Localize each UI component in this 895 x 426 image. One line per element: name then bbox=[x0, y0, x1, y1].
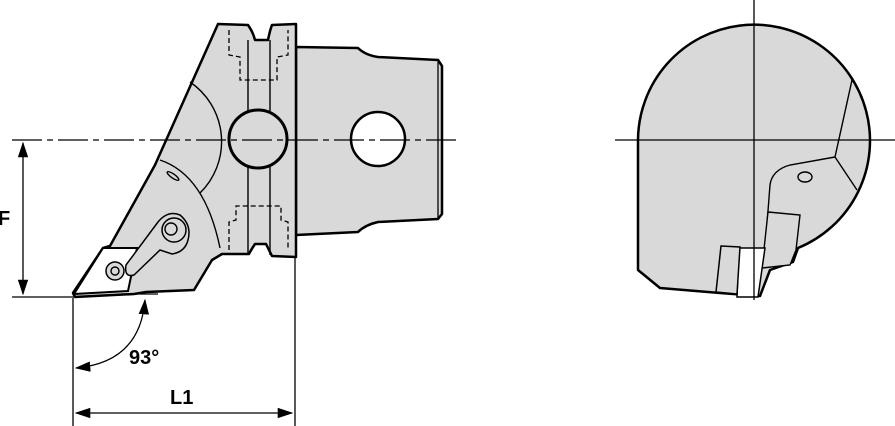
f-label: F bbox=[0, 208, 10, 230]
l1-label: L1 bbox=[170, 387, 193, 409]
clamp-screw-socket-icon bbox=[164, 222, 178, 236]
clamp-plate bbox=[764, 156, 836, 251]
dimensions: F L1 93° bbox=[0, 141, 296, 426]
hidden-screw-bottom bbox=[228, 205, 289, 250]
slot-mark bbox=[166, 170, 180, 182]
cross-hole bbox=[349, 110, 407, 168]
side-view bbox=[12, 22, 460, 299]
coolant-port bbox=[227, 108, 289, 170]
head-arc bbox=[189, 81, 223, 194]
end-view bbox=[615, 0, 895, 300]
angle-arc bbox=[74, 298, 150, 372]
insert-screw-socket-icon bbox=[110, 266, 120, 276]
hidden-screw-top bbox=[228, 30, 289, 81]
end-insert-seat bbox=[715, 245, 741, 295]
angle-label: 93° bbox=[129, 347, 159, 369]
insert-screw-icon bbox=[105, 261, 125, 281]
pocket-arc bbox=[159, 159, 221, 249]
clamp-screw-end-icon bbox=[797, 171, 813, 183]
